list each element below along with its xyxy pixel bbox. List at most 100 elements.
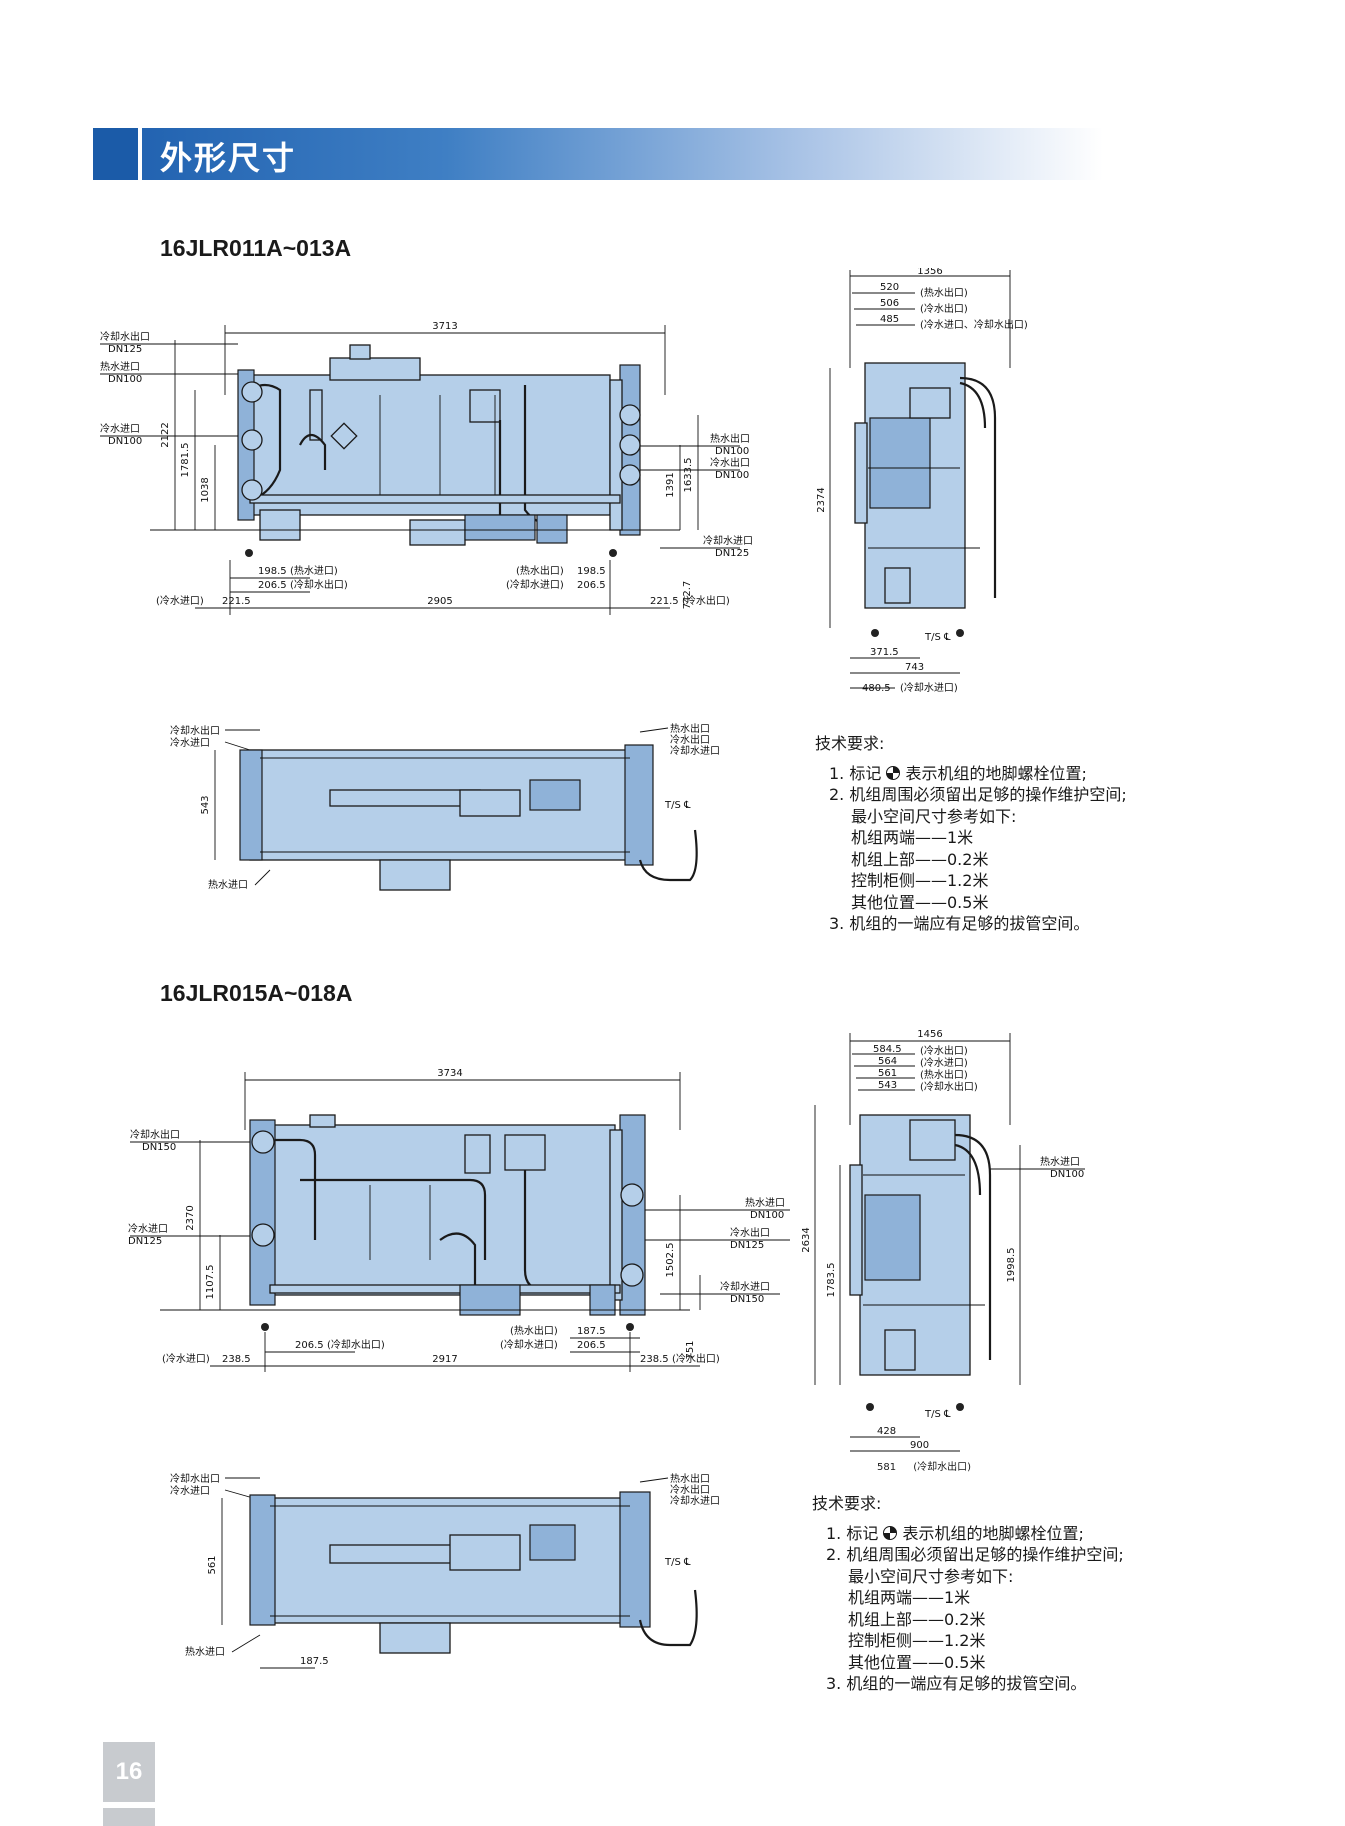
svg-text:(冷水进口): (冷水进口): [162, 1352, 210, 1365]
svg-text:371.5: 371.5: [870, 647, 899, 658]
svg-text:(冷水进口): (冷水进口): [920, 1056, 968, 1069]
svg-text:198.5: 198.5: [577, 566, 606, 577]
svg-text:DN125: DN125: [730, 1240, 764, 1251]
svg-text:1998.5: 1998.5: [1006, 1248, 1017, 1283]
svg-text:1783.5: 1783.5: [826, 1263, 837, 1298]
svg-text:543: 543: [200, 795, 211, 814]
svg-text:743: 743: [905, 662, 924, 673]
svg-text:(冷却水进口): (冷却水进口): [900, 681, 958, 694]
requirements-2: 技术要求: 1. 标记 表示机组的地脚螺栓位置; 2. 机组周围必须留出足够的操…: [812, 1494, 1124, 1693]
svg-text:3734: 3734: [437, 1068, 462, 1079]
shell-body-2: [264, 1124, 616, 1296]
svg-text:冷却水进口: 冷却水进口: [670, 1494, 720, 1507]
svg-text:(冷却水出口): (冷却水出口): [327, 1338, 385, 1351]
svg-text:DN100: DN100: [750, 1210, 784, 1221]
svg-text:冷却水出口: 冷却水出口: [170, 724, 220, 737]
label-r-cwo: 冷水出口: [710, 456, 750, 469]
label-cwi-dn: DN100: [108, 436, 142, 447]
side2-b3-label: (冷却水出口): [913, 1462, 972, 1473]
svg-text:DN100: DN100: [1050, 1169, 1084, 1180]
svg-text:冷水进口: 冷水进口: [170, 736, 210, 749]
requirements-1: 技术要求: 1. 标记 表示机组的地脚螺栓位置; 2. 机组周围必须留出足够的操…: [815, 734, 1127, 933]
top-view-1: 冷却水出口 冷水进口 热水出口 冷水出口 冷却水进口 T/S ℄ 543 热水进…: [170, 722, 720, 891]
svg-text:DN150: DN150: [142, 1142, 176, 1153]
svg-text:热水出口: 热水出口: [670, 1472, 710, 1485]
svg-text:(冷却水进口): (冷却水进口): [500, 1338, 558, 1351]
svg-text:(热水进口): (热水进口): [290, 564, 338, 577]
svg-text:1356: 1356: [917, 268, 942, 277]
svg-text:(热水出口): (热水出口): [920, 286, 968, 299]
dim-width: 3713: [432, 321, 457, 332]
svg-text:热水进口: 热水进口: [208, 878, 248, 891]
svg-text:(冷水出口): (冷水出口): [920, 302, 968, 315]
label-r-hwo-dn: DN100: [715, 446, 749, 457]
front-view-1: 3713 冷却水出口 DN125 热水进口 DN100 冷水进口 DN100 2…: [100, 321, 753, 615]
svg-text:DN125: DN125: [128, 1236, 162, 1247]
svg-text:561: 561: [878, 1068, 897, 1079]
dim-h-1038: 1038: [200, 477, 211, 502]
svg-text:751: 751: [685, 1340, 696, 1359]
svg-text:2634: 2634: [801, 1227, 812, 1252]
label-r-cwo-dn: DN100: [715, 470, 749, 481]
svg-text:冷却水出口: 冷却水出口: [170, 1472, 220, 1485]
svg-text:2374: 2374: [816, 487, 827, 512]
label-r-hwo: 热水出口: [710, 432, 750, 445]
svg-text:2905: 2905: [427, 596, 452, 607]
header-bar: [93, 128, 1103, 180]
model-title-1: 16JLR011A~013A: [160, 235, 352, 261]
svg-text:187.5: 187.5: [300, 1656, 329, 1667]
svg-text:(冷却水进口): (冷却水进口): [506, 578, 564, 591]
svg-text:480.5: 480.5: [862, 683, 891, 694]
side-view-2: 1456 584.5 (冷水出口) 564 (冷水进口) 561 (热水出口) …: [801, 1029, 1085, 1452]
label-hwi: 热水进口: [100, 360, 140, 373]
header-notch: [93, 128, 138, 180]
svg-text:206.5: 206.5: [577, 1340, 606, 1351]
svg-text:564: 564: [878, 1056, 897, 1067]
svg-text:584.5: 584.5: [873, 1044, 902, 1055]
svg-text:206.5: 206.5: [295, 1340, 324, 1351]
top-view-2: 冷却水出口 冷水进口 热水出口 冷水出口 冷却水进口 T/S ℄ 561 热水进…: [170, 1472, 720, 1669]
svg-text:(热水出口): (热水出口): [516, 564, 564, 577]
shell-body: [239, 374, 611, 516]
dim-h-742: 742.7: [682, 581, 693, 610]
label-cwo: 冷却水出口: [100, 330, 150, 343]
svg-text:冷却水出口: 冷却水出口: [130, 1128, 180, 1141]
bolt-marker-icon: [886, 765, 901, 780]
svg-text:561: 561: [207, 1555, 218, 1574]
svg-text:热水进口: 热水进口: [185, 1645, 225, 1658]
svg-text:冷水进口: 冷水进口: [170, 1484, 210, 1497]
svg-text:520: 520: [880, 282, 899, 293]
svg-text:T/S ℄: T/S ℄: [664, 800, 691, 811]
svg-text:冷水进口: 冷水进口: [128, 1222, 168, 1235]
svg-text:DN150: DN150: [730, 1294, 764, 1305]
svg-text:2917: 2917: [432, 1354, 457, 1365]
svg-text:206.5: 206.5: [577, 580, 606, 591]
svg-text:221.5: 221.5: [222, 596, 251, 607]
label-r-cwi-dn: DN125: [715, 548, 749, 559]
page-title: 外形尺寸: [160, 139, 297, 177]
svg-text:(冷水进口、冷却水出口): (冷水进口、冷却水出口): [920, 318, 1028, 331]
svg-text:428: 428: [877, 1426, 896, 1437]
svg-text:冷水出口: 冷水出口: [670, 733, 710, 746]
svg-text:冷却水进口: 冷却水进口: [720, 1280, 770, 1293]
page-number: 16: [103, 1742, 155, 1802]
svg-text:热水进口: 热水进口: [745, 1196, 785, 1209]
model-title-2: 16JLR015A~018A: [160, 980, 353, 1006]
svg-text:221.5: 221.5: [650, 596, 679, 607]
label-hwi-dn: DN100: [108, 374, 142, 385]
header-separator: [138, 128, 142, 180]
svg-text:冷水出口: 冷水出口: [670, 1483, 710, 1496]
page-number-tab: [103, 1808, 155, 1826]
svg-text:冷水出口: 冷水出口: [730, 1226, 770, 1239]
svg-text:(冷水出口): (冷水出口): [920, 1044, 968, 1057]
side2-b3: 581: [877, 1462, 897, 1473]
label-cwo-dn: DN125: [108, 344, 142, 355]
svg-text:238.5: 238.5: [222, 1354, 251, 1365]
svg-text:(冷水出口): (冷水出口): [682, 594, 730, 607]
svg-text:2370: 2370: [185, 1205, 196, 1230]
label-r-cwi: 冷却水进口: [703, 534, 753, 547]
svg-text:T/S ℄: T/S ℄: [924, 1409, 951, 1420]
svg-text:198.5: 198.5: [258, 566, 287, 577]
svg-text:206.5: 206.5: [258, 580, 287, 591]
svg-text:238.5: 238.5: [640, 1354, 669, 1365]
